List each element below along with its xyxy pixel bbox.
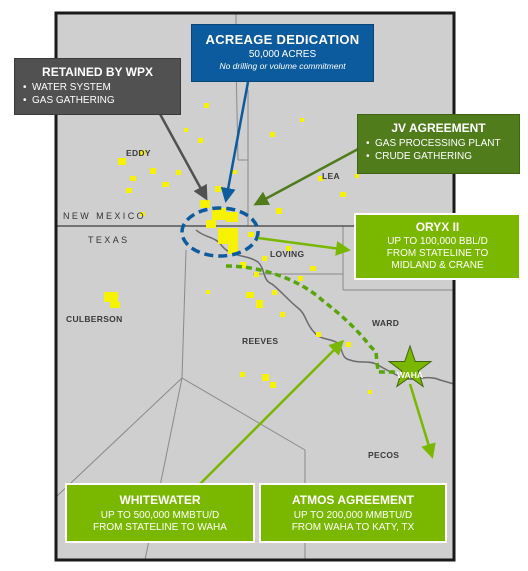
county-label-reeves: REEVES [242, 336, 278, 346]
whitewater-callout: WHITEWATER UP TO 500,000 MMBTU/D FROM ST… [65, 483, 255, 543]
atmos-line: FROM WAHA TO KATY, TX [291, 522, 415, 533]
oryx-line: FROM STATELINE TO [386, 248, 489, 259]
retained-callout: RETAINED BY WPX WATER SYSTEM GAS GATHERI… [14, 58, 181, 115]
retained-title: RETAINED BY WPX [42, 65, 153, 79]
acreage-arrow [220, 81, 250, 203]
acreage-callout: ACREAGE DEDICATION 50,000 ACRES No drill… [191, 24, 374, 82]
jv-item: CRUDE GATHERING [366, 150, 511, 163]
oryx-arrow [257, 236, 351, 256]
county-label-culberson: CULBERSON [66, 314, 123, 324]
pecos-river [195, 229, 455, 385]
atmos-arrow [408, 383, 436, 459]
jv-callout: JV AGREEMENT GAS PROCESSING PLANT CRUDE … [357, 114, 520, 174]
oryx-line: MIDLAND & CRANE [391, 260, 484, 271]
acreage-subtitle: 50,000 ACRES [248, 49, 317, 60]
whitewater-title: WHITEWATER [119, 493, 201, 507]
jv-title: JV AGREEMENT [391, 121, 486, 135]
state-label-new-mexico: NEW MEXICO [63, 211, 146, 221]
retained-arrow [158, 113, 208, 201]
oryx-line: UP TO 100,000 BBL/D [387, 236, 488, 247]
whitewater-line: UP TO 500,000 MMBTU/D [100, 510, 220, 521]
atmos-title: ATMOS AGREEMENT [292, 493, 414, 507]
county-label-eddy: EDDY [126, 148, 151, 158]
retained-item: WATER SYSTEM [23, 81, 172, 94]
state-label-texas: TEXAS [88, 235, 130, 245]
jv-arrow [253, 146, 361, 206]
atmos-line: UP TO 200,000 MMBTU/D [293, 510, 413, 521]
oryx-callout: ORYX II UP TO 100,000 BBL/D FROM STATELI… [354, 213, 521, 280]
waha-hub-star-icon [387, 344, 433, 388]
acreage-dedication-circle [180, 206, 260, 258]
whitewater-arrow [199, 339, 345, 485]
acreage-note: No drilling or volume commitment [219, 61, 346, 71]
oryx-pipeline-route [225, 264, 398, 374]
atmos-callout: ATMOS AGREEMENT UP TO 200,000 MMBTU/D FR… [259, 483, 447, 543]
oryx-title: ORYX II [415, 220, 460, 234]
jv-item: GAS PROCESSING PLANT [366, 137, 511, 150]
whitewater-line: FROM STATELINE TO WAHA [93, 522, 227, 533]
county-label-loving: LOVING [270, 249, 304, 259]
acreage-title: ACREAGE DEDICATION [205, 32, 360, 47]
county-label-lea: LEA [322, 171, 340, 181]
retained-item: GAS GATHERING [23, 94, 172, 107]
waha-label: WAHA [397, 370, 423, 380]
county-label-pecos: PECOS [368, 450, 399, 460]
county-label-ward: WARD [372, 318, 399, 328]
map-border [54, 11, 456, 562]
county-lines [55, 13, 454, 561]
